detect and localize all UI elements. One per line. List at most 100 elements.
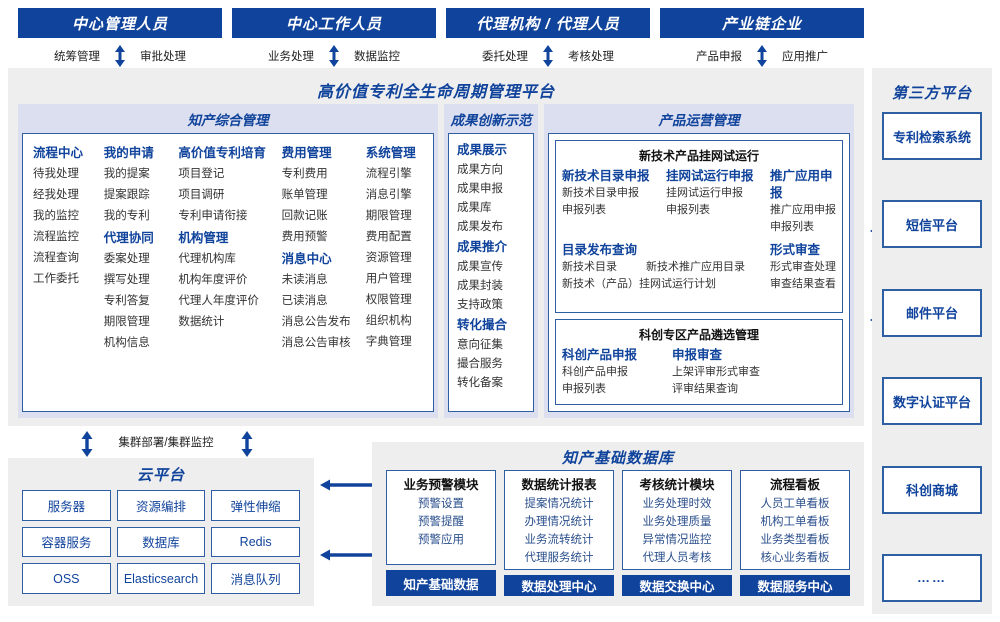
menu-category[interactable]: 成果展示 (457, 143, 508, 157)
menu-item[interactable]: 用户管理 (365, 273, 412, 285)
cloud-cell-autoscaling[interactable]: 弹性伸缩 (211, 490, 300, 521)
sub-item[interactable]: 新技术推广应用目录 (646, 261, 745, 273)
role-bar-enterprise[interactable]: 产业链企业 (660, 8, 864, 38)
kdb-item[interactable]: 业务处理时效 (642, 498, 712, 510)
menu-category[interactable]: 系统管理 (365, 146, 416, 160)
kdb-item[interactable]: 代理服务统计 (524, 552, 594, 564)
cloud-cell-redis[interactable]: Redis (211, 526, 300, 558)
menu-item[interactable]: 消息公告发布 (281, 316, 351, 328)
menu-category[interactable]: 我的申请 (103, 146, 154, 160)
kdb-footer[interactable]: 知产基础数据 (386, 570, 496, 596)
menu-item[interactable]: 代理人年度评价 (178, 295, 259, 307)
cloud-cell-orchestration[interactable]: 资源编排 (116, 490, 206, 521)
menu-item[interactable]: 流程引擎 (365, 168, 412, 180)
menu-item[interactable]: 意向征集 (457, 339, 503, 351)
menu-category[interactable]: 费用管理 (281, 146, 332, 160)
third-party-item-more[interactable]: …… (882, 553, 982, 602)
menu-item[interactable]: 项目登记 (178, 168, 225, 180)
cloud-cell-container[interactable]: 容器服务 (22, 526, 111, 558)
third-party-item-sms[interactable]: 短信平台 (882, 200, 982, 249)
sub-item[interactable]: 形式审查处理 (770, 261, 836, 273)
kdb-item[interactable]: 业务流转统计 (524, 534, 594, 546)
menu-item[interactable]: 成果申报 (457, 183, 503, 195)
menu-item[interactable]: 组织机构 (365, 315, 412, 327)
sub-item[interactable]: 评审结果查询 (672, 383, 738, 395)
role-bar-center-staff[interactable]: 中心工作人员 (232, 8, 436, 38)
menu-item[interactable]: 权限管理 (365, 294, 412, 306)
menu-item[interactable]: 成果封装 (457, 280, 503, 292)
cloud-cell-database[interactable]: 数据库 (116, 526, 206, 558)
menu-item[interactable]: 撮合服务 (457, 358, 503, 370)
kdb-item[interactable]: 预警应用 (418, 534, 464, 546)
menu-item[interactable]: 成果方向 (457, 164, 503, 176)
menu-item[interactable]: 流程监控 (33, 231, 79, 243)
menu-category[interactable]: 转化撮合 (457, 318, 508, 332)
menu-item[interactable]: 已读消息 (281, 295, 328, 307)
third-party-item-digital-cert[interactable]: 数字认证平台 (882, 377, 982, 426)
cloud-cell-oss[interactable]: OSS (22, 563, 111, 594)
menu-item[interactable]: 项目调研 (178, 189, 225, 201)
menu-item[interactable]: 我的提案 (103, 168, 150, 180)
kdb-footer[interactable]: 数据服务中心 (740, 575, 850, 596)
sub-category[interactable]: 目录发布查询 (562, 243, 638, 257)
menu-category[interactable]: 代理协同 (103, 231, 154, 245)
sub-category[interactable]: 挂网试运行申报 (666, 169, 754, 183)
menu-category[interactable]: 消息中心 (281, 252, 332, 266)
menu-item[interactable]: 机构信息 (103, 337, 150, 349)
third-party-item-sci-mall[interactable]: 科创商城 (882, 465, 982, 514)
sub-item[interactable]: 申报列表 (562, 204, 606, 216)
sub-category[interactable]: 科创产品申报 (562, 348, 638, 362)
menu-item[interactable]: 流程查询 (33, 252, 79, 264)
menu-item[interactable]: 撰写处理 (103, 274, 150, 286)
sub-category[interactable]: 申报审查 (672, 348, 723, 362)
menu-item[interactable]: 消息公告审核 (281, 337, 351, 349)
menu-item[interactable]: 转化备案 (457, 377, 503, 389)
menu-item[interactable]: 代理机构库 (178, 253, 236, 265)
sub-item[interactable]: 申报列表 (770, 221, 814, 233)
kdb-item[interactable]: 机构工单看板 (760, 516, 830, 528)
menu-item[interactable]: 账单管理 (281, 189, 328, 201)
menu-item[interactable]: 成果宣传 (457, 261, 503, 273)
kdb-item[interactable]: 预警提醒 (418, 516, 464, 528)
menu-item[interactable]: 期限管理 (365, 210, 412, 222)
kdb-item[interactable]: 办理情况统计 (524, 516, 594, 528)
menu-item[interactable]: 我的监控 (33, 210, 79, 222)
sub-item[interactable]: 挂网试运行申报 (666, 187, 743, 199)
menu-category[interactable]: 成果推介 (457, 240, 508, 254)
sub-item[interactable]: 申报列表 (666, 204, 710, 216)
menu-item[interactable]: 费用预警 (281, 231, 328, 243)
role-bar-agency[interactable]: 代理机构 / 代理人员 (446, 8, 650, 38)
kdb-footer[interactable]: 数据交换中心 (622, 575, 732, 596)
sub-item[interactable]: 新技术目录 (562, 261, 617, 273)
menu-item[interactable]: 经我处理 (33, 189, 79, 201)
menu-item[interactable]: 专利答复 (103, 295, 150, 307)
sub-category[interactable]: 推广应用申报 (770, 169, 833, 200)
menu-item[interactable]: 费用配置 (365, 231, 412, 243)
menu-item[interactable]: 消息引擎 (365, 189, 412, 201)
kdb-item[interactable]: 预警设置 (418, 498, 464, 510)
menu-item[interactable]: 字典管理 (365, 336, 412, 348)
kdb-item[interactable]: 业务处理质量 (642, 516, 712, 528)
menu-item[interactable]: 专利申请衔接 (178, 210, 248, 222)
menu-item[interactable]: 机构年度评价 (178, 274, 248, 286)
third-party-item-email[interactable]: 邮件平台 (882, 288, 982, 337)
sub-category[interactable]: 形式审查 (770, 243, 821, 257)
menu-item[interactable]: 资源管理 (365, 252, 412, 264)
cloud-cell-message-queue[interactable]: 消息队列 (211, 563, 300, 594)
menu-item[interactable]: 提案跟踪 (103, 189, 150, 201)
menu-item[interactable]: 数据统计 (178, 316, 225, 328)
kdb-item[interactable]: 代理人员考核 (642, 552, 712, 564)
sub-item[interactable]: 申报列表 (562, 383, 606, 395)
menu-item[interactable]: 专利费用 (281, 168, 328, 180)
sub-item[interactable]: 推广应用申报 (770, 204, 836, 216)
kdb-footer[interactable]: 数据处理中心 (504, 575, 614, 596)
menu-category[interactable]: 机构管理 (178, 231, 229, 245)
sub-item[interactable]: 科创产品申报 (562, 366, 628, 378)
menu-item[interactable]: 回款记账 (281, 210, 328, 222)
menu-item[interactable]: 支持政策 (457, 299, 503, 311)
menu-category[interactable]: 流程中心 (33, 146, 84, 160)
role-bar-center-manager[interactable]: 中心管理人员 (18, 8, 222, 38)
menu-item[interactable]: 工作委托 (33, 273, 79, 285)
menu-item[interactable]: 待我处理 (33, 168, 79, 180)
menu-item[interactable]: 成果发布 (457, 221, 503, 233)
